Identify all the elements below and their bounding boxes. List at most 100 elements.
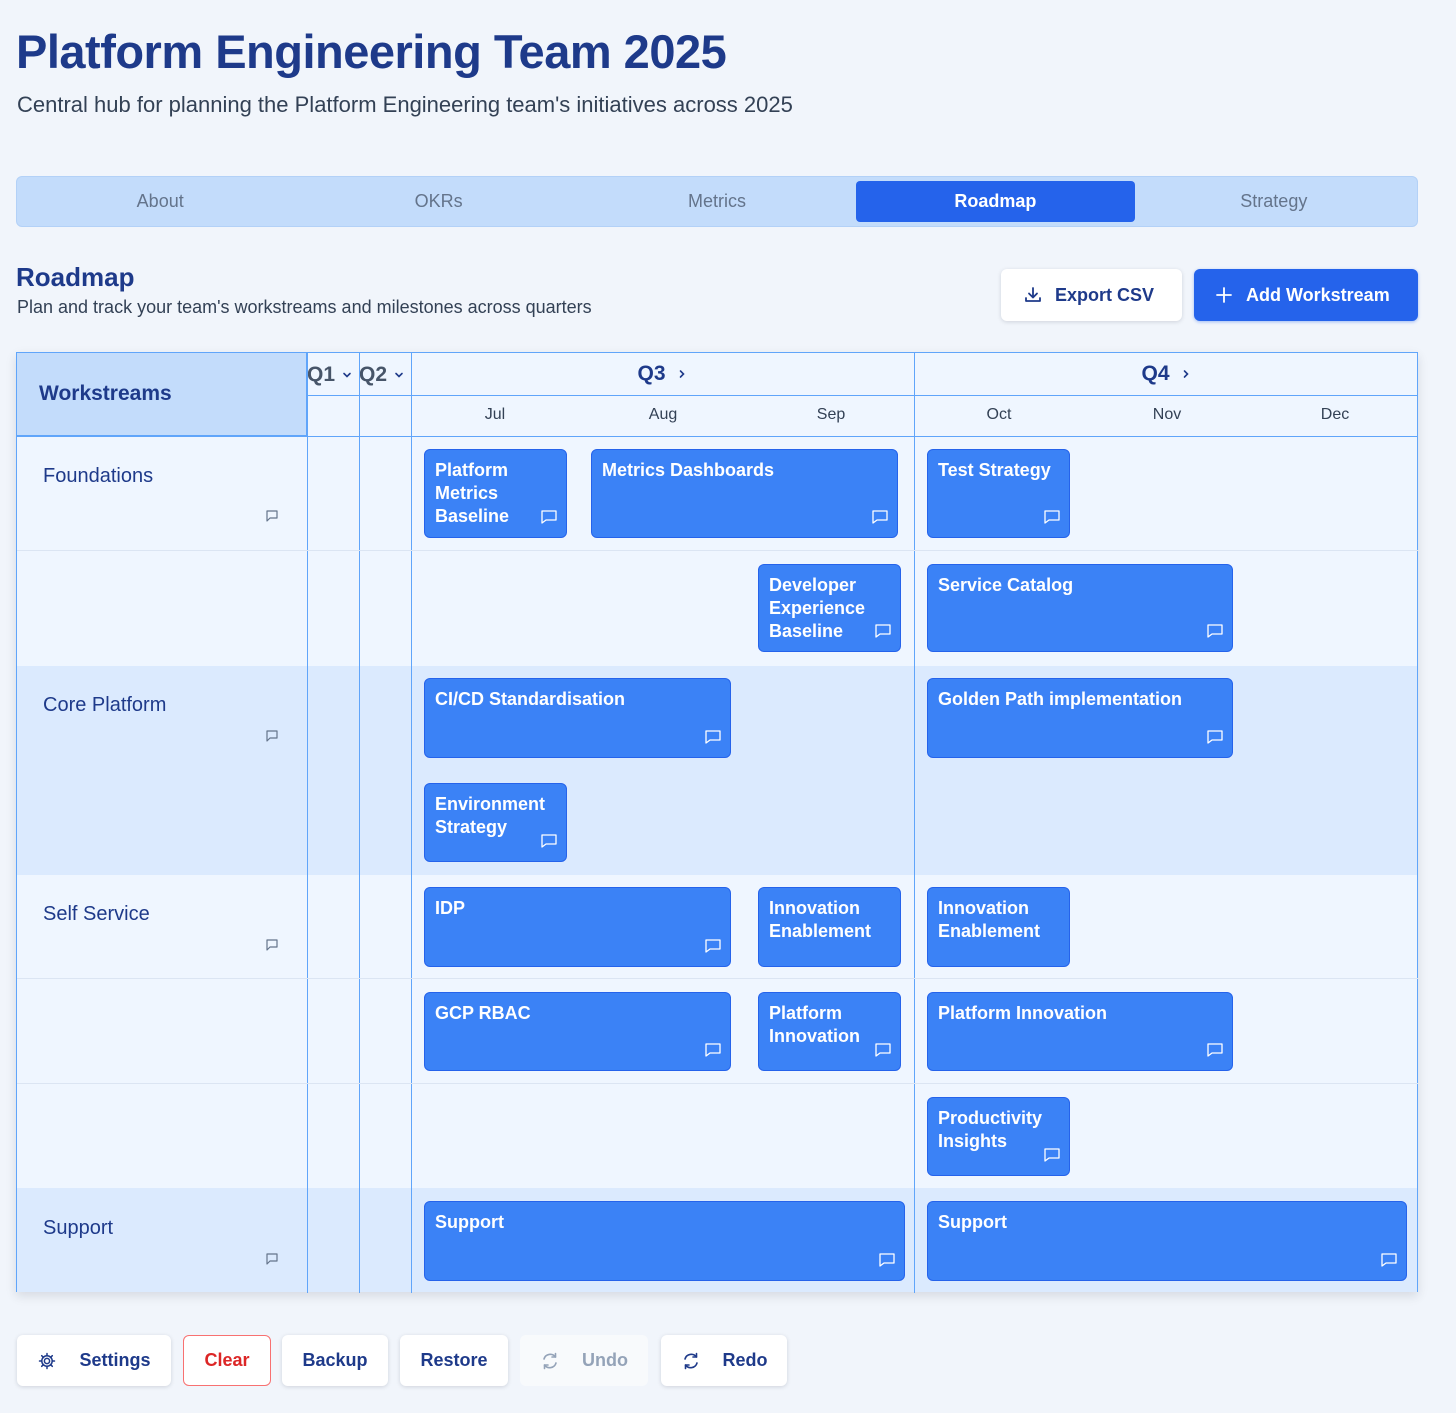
card-title: CI/CD Standardisation: [435, 689, 626, 709]
comment-icon[interactable]: [871, 508, 889, 531]
add-workstream-button[interactable]: Add Workstream: [1194, 269, 1418, 321]
export-csv-label: Export CSV: [1055, 284, 1155, 305]
tab-strategy[interactable]: Strategy: [1240, 191, 1308, 211]
lane-label-self-service: Self Service: [43, 903, 150, 925]
roadmap-card[interactable]: IDP: [424, 887, 731, 967]
quarter-q1-header[interactable]: Q1: [307, 361, 359, 389]
comment-icon[interactable]: [265, 938, 279, 957]
grid-line: [17, 1083, 1418, 1084]
comment-icon[interactable]: [265, 509, 279, 528]
roadmap-card[interactable]: Platform Innovation: [758, 992, 901, 1071]
tab-roadmap[interactable]: Roadmap: [856, 181, 1135, 222]
chevron-down-icon: [343, 372, 351, 378]
comment-icon[interactable]: [878, 1251, 896, 1274]
lane-label-core-platform: Core Platform: [43, 694, 167, 716]
roadmap-card[interactable]: Support: [424, 1201, 905, 1281]
month-nov: Nov: [1152, 406, 1182, 423]
roadmap-card[interactable]: Productivity Insights: [927, 1097, 1070, 1176]
card-title: GCP RBAC: [435, 1003, 531, 1023]
quarter-q1-label: Q1: [307, 363, 336, 386]
grid-line: [17, 978, 1418, 979]
lane-label-foundations: Foundations: [43, 465, 154, 487]
quarter-q4-header[interactable]: Q4: [915, 353, 1418, 395]
comment-icon[interactable]: [1206, 728, 1224, 751]
roadmap-card[interactable]: Test Strategy: [927, 449, 1070, 538]
quarter-q3-label: Q3: [637, 362, 666, 385]
chevron-down-icon: [395, 372, 403, 378]
comment-icon[interactable]: [1380, 1251, 1398, 1274]
roadmap-card[interactable]: GCP RBAC: [424, 992, 731, 1071]
card-title: Service Catalog: [938, 575, 1074, 595]
quarter-q2-label: Q2: [359, 363, 388, 386]
redo-label: Redo: [722, 1350, 768, 1370]
card-title: Productivity Insights: [938, 1108, 1043, 1151]
undo-label: Undo: [582, 1350, 628, 1370]
card-title: Support: [435, 1212, 504, 1232]
comment-icon[interactable]: [874, 622, 892, 645]
roadmap-card[interactable]: Golden Path implementation: [927, 678, 1233, 758]
quarter-q2-header[interactable]: Q2: [359, 361, 411, 389]
comment-icon[interactable]: [1206, 622, 1224, 645]
month-dec: Dec: [1320, 406, 1350, 423]
card-title: Golden Path implementation: [938, 689, 1183, 709]
redo-icon: [683, 1352, 698, 1369]
add-workstream-label: Add Workstream: [1246, 284, 1390, 305]
section-subtitle: Plan and track your team's workstreams a…: [17, 297, 592, 317]
chevron-right-icon: [679, 370, 685, 378]
card-title: Innovation Enablement: [938, 898, 1041, 941]
grid-line: [307, 395, 1418, 396]
card-title: Test Strategy: [938, 460, 1051, 480]
card-title: Environment Strategy: [435, 794, 546, 837]
comment-icon[interactable]: [1043, 1146, 1061, 1169]
roadmap-card[interactable]: Support: [927, 1201, 1407, 1281]
export-csv-button[interactable]: Export CSV: [1001, 269, 1182, 321]
settings-button[interactable]: Settings: [17, 1335, 171, 1386]
comment-icon[interactable]: [265, 729, 279, 748]
comment-icon[interactable]: [1206, 1041, 1224, 1064]
page-title: Platform Engineering Team 2025: [16, 25, 727, 78]
chevron-right-icon: [1183, 370, 1189, 378]
download-icon: [1025, 287, 1041, 302]
quarter-q3-header[interactable]: Q3: [411, 353, 914, 395]
comment-icon[interactable]: [704, 728, 722, 751]
card-title: Platform Innovation: [769, 1003, 860, 1046]
roadmap-card[interactable]: Environment Strategy: [424, 783, 567, 862]
tab-about[interactable]: About: [136, 191, 184, 211]
roadmap-card[interactable]: CI/CD Standardisation: [424, 678, 731, 758]
comment-icon[interactable]: [704, 1041, 722, 1064]
backup-button[interactable]: Backup: [282, 1335, 388, 1386]
roadmap-card[interactable]: Developer Experience Baseline: [758, 564, 901, 652]
roadmap-card[interactable]: Metrics Dashboards: [591, 449, 898, 538]
grid-line: [411, 353, 412, 1293]
comment-icon[interactable]: [874, 1041, 892, 1064]
comment-icon[interactable]: [540, 832, 558, 855]
roadmap-card[interactable]: Innovation Enablement: [927, 887, 1070, 967]
roadmap-card[interactable]: Service Catalog: [927, 564, 1233, 652]
grid-line: [914, 353, 915, 1293]
restore-button[interactable]: Restore: [400, 1335, 508, 1386]
undo-button[interactable]: Undo: [520, 1335, 648, 1386]
card-title: Innovation Enablement: [769, 898, 872, 941]
plus-icon: [1216, 287, 1232, 303]
card-title: Metrics Dashboards: [602, 460, 775, 480]
clear-button[interactable]: Clear: [183, 1335, 271, 1386]
card-title: Developer Experience Baseline: [769, 575, 866, 641]
comment-icon[interactable]: [1043, 508, 1061, 531]
comment-icon[interactable]: [540, 508, 558, 531]
tab-okrs[interactable]: OKRs: [414, 191, 463, 211]
quarter-q4-label: Q4: [1141, 362, 1170, 385]
card-title: Support: [938, 1212, 1007, 1232]
undo-icon: [543, 1352, 557, 1369]
grid-line: [17, 550, 1418, 551]
lane-label-support: Support: [43, 1217, 114, 1239]
card-title: Platform Innovation: [938, 1003, 1108, 1023]
roadmap-card[interactable]: Innovation Enablement: [758, 887, 901, 967]
tab-metrics[interactable]: Metrics: [688, 191, 747, 211]
month-aug: Aug: [648, 406, 678, 423]
comment-icon[interactable]: [265, 1252, 279, 1271]
redo-button[interactable]: Redo: [661, 1335, 787, 1386]
roadmap-card[interactable]: Platform Metrics Baseline: [424, 449, 567, 538]
settings-label: Settings: [79, 1350, 151, 1370]
roadmap-card[interactable]: Platform Innovation: [927, 992, 1233, 1071]
comment-icon[interactable]: [704, 937, 722, 960]
